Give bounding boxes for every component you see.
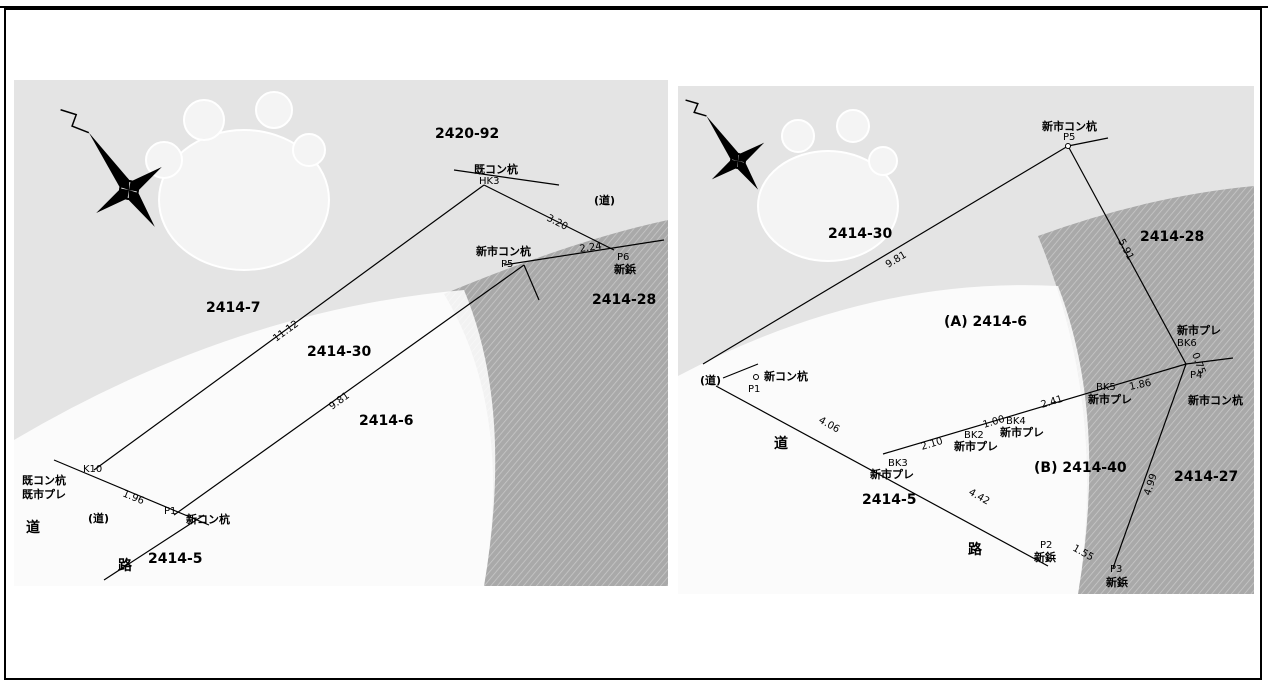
paulownia-crest-icon [757,109,899,262]
left-map-svg: 2420-92 2414-7 2414-30 2414-6 2414-28 24… [14,80,668,586]
compass-rose-icon [685,99,765,190]
lot-2414-5: 2414-5 [862,492,917,508]
point-bk5-id: BK5 [1096,382,1116,393]
road-label-upper: (道) [700,373,721,387]
point-bk3-label: 新市プレ [870,467,914,481]
lot-2414-5: 2414-5 [148,551,203,567]
point-p3-id: P3 [1110,564,1122,575]
road-label-upper: (道) [594,193,615,207]
point-p1-id: P1 [164,506,176,517]
point-hk3-id: HK3 [479,176,499,187]
point-p1-id: P1 [748,384,760,395]
right-map-svg: 2414-30 2414-28 (A) 2414-6 (B) 2414-40 2… [678,86,1254,594]
white-area [678,285,1090,594]
road-char-ro: 路 [968,541,983,558]
point-p5-id: P5 [501,259,513,270]
lot-2414-28: 2414-28 [592,292,656,308]
point-bk6-label: 新市プレ [1177,323,1221,337]
compass-rose-icon [60,109,162,227]
point-p5-label: 新市コン杭 [476,244,531,258]
top-border [0,0,1268,8]
figure-frame [4,8,1262,680]
road-char-ro: 路 [118,557,133,574]
boundary-lines [53,169,665,581]
point-bk6-id: BK6 [1177,338,1197,349]
point-p2-label: 新鋲 [1034,550,1056,564]
distance-2-24: 2.24 [579,241,603,255]
point-p6-id: P6 [617,252,629,263]
point-p5-label: 新市コン杭 [1042,119,1097,133]
point-bk2-label: 新市プレ [954,439,998,453]
hatched-area [1038,186,1254,594]
right-survey-map: 2414-30 2414-28 (A) 2414-6 (B) 2414-40 2… [678,86,1254,594]
lot-a-2414-6: (A) 2414-6 [944,314,1027,330]
point-bk5-label: 新市プレ [1088,392,1132,406]
point-hk3-label: 既コン杭 [474,162,518,176]
point-bk4-label: 新市プレ [1000,425,1044,439]
lot-2414-27: 2414-27 [1174,469,1238,485]
lot-2414-28: 2414-28 [1140,229,1204,245]
point-p4-id: P4 [1190,370,1202,381]
lot-2414-6: 2414-6 [359,413,414,429]
lot-2420-92: 2420-92 [435,126,499,142]
point-p5-id: P5 [1063,132,1075,143]
hatched-area [444,220,668,586]
point-p1-label: 新コン杭 [764,369,808,383]
lot-2414-7: 2414-7 [206,300,261,316]
road-char-michi: 道 [774,435,788,452]
lot-2414-30: 2414-30 [307,344,372,360]
road-label-lower: (道) [88,511,109,525]
point-p1-label: 新コン杭 [186,512,230,526]
lot-b-2414-40: (B) 2414-40 [1034,460,1127,476]
point-bk2-id: BK2 [964,430,984,441]
point-k10-label2: 既市プレ [22,487,66,501]
distance-1-86: 1.86 [1128,378,1152,393]
point-k10-label: 既コン杭 [22,473,66,487]
point-bk4-id: BK4 [1006,416,1026,427]
road-char-michi: 道 [26,519,40,536]
boundary-lines [702,137,1234,569]
point-p2-id: P2 [1040,540,1052,551]
left-survey-map: 2420-92 2414-7 2414-30 2414-6 2414-28 24… [14,80,668,586]
point-p3-label: 新鋲 [1106,575,1128,589]
point-k10-id: K10 [83,464,102,475]
point-p4-label: 新市コン杭 [1188,393,1243,407]
point-bk3-id: BK3 [888,458,908,469]
white-area [14,290,496,586]
lot-2414-30: 2414-30 [828,226,893,242]
paulownia-crest-icon [145,91,330,271]
point-p6-label: 新鋲 [614,262,636,276]
